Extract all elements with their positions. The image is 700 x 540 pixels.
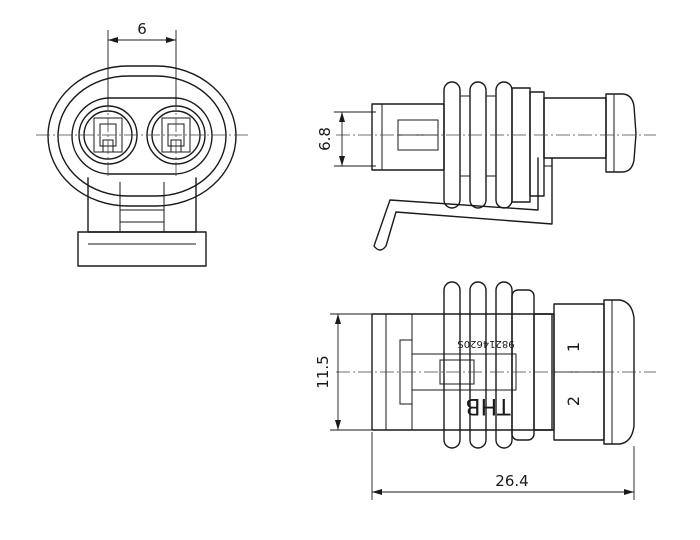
pin-2-marking: 2 [564, 396, 583, 406]
dimension-bottom-height: 11.5 [314, 313, 372, 431]
dimension-label-top-width: 6 [137, 20, 147, 38]
dimension-label-overall-length: 26.4 [495, 472, 528, 490]
part-number-marking: 98214620S [457, 338, 514, 349]
dimension-label-bottom-height: 11.5 [314, 355, 332, 388]
dimension-top-width: 6 [107, 20, 177, 106]
dimension-label-side-height: 6.8 [316, 127, 334, 151]
front-view [36, 65, 248, 267]
brand-marking: THB [465, 393, 511, 418]
side-view [336, 81, 656, 251]
pin-1-marking: 1 [564, 342, 583, 352]
dimension-overall-length: 26.4 [371, 432, 635, 500]
dimension-side-height: 6.8 [316, 111, 376, 167]
top-view: 98214620S THB 1 2 [336, 281, 656, 449]
